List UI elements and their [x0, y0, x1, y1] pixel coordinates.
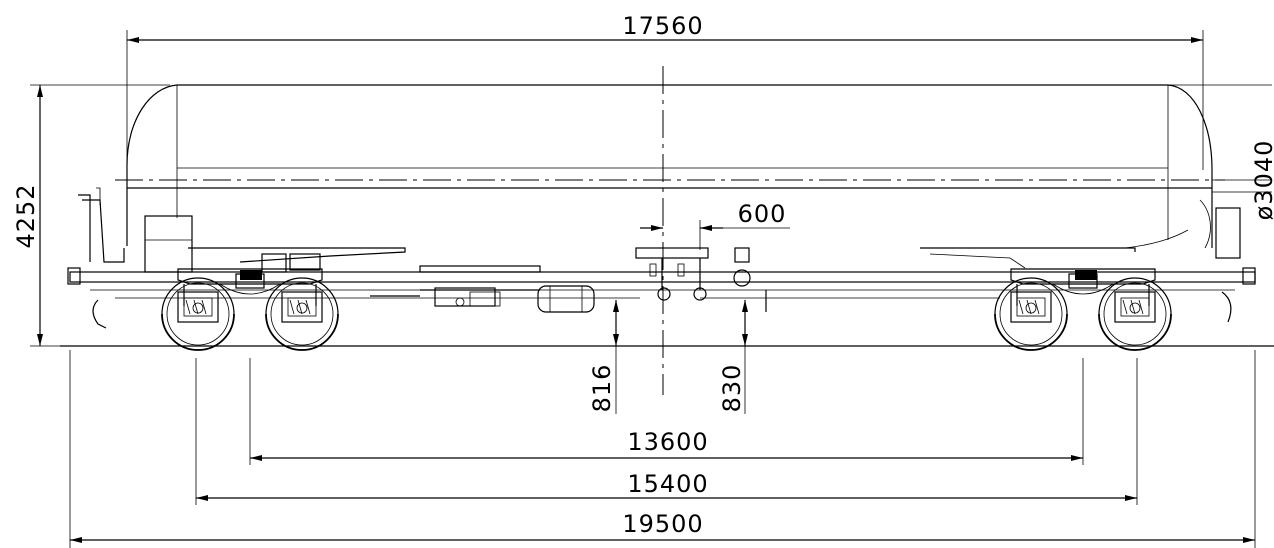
dim-tank-length: 17560	[622, 12, 703, 40]
brake-equipment	[370, 285, 595, 313]
left-end-equipment	[67, 187, 321, 329]
left-bogie	[162, 269, 338, 350]
right-end-equipment	[1215, 207, 1256, 323]
dimension-lines	[37, 37, 1255, 543]
dim-valve-spacing: 600	[738, 200, 787, 228]
dim-wheelbase-outer: 15400	[627, 470, 708, 498]
right-bogie	[995, 269, 1171, 350]
tank-saddles	[188, 229, 1189, 269]
dim-tank-diameter: ø3040	[1250, 140, 1274, 221]
tank-body	[126, 84, 1272, 249]
dim-outlet-height-right: 830	[718, 364, 746, 413]
dim-outlet-height-left: 816	[588, 364, 616, 413]
bottom-outlet-valves	[635, 247, 767, 312]
dim-overall-height: 4252	[12, 183, 40, 248]
dim-length-over-buffers: 19500	[622, 510, 703, 538]
dim-bogie-pivot-distance: 13600	[627, 428, 708, 456]
